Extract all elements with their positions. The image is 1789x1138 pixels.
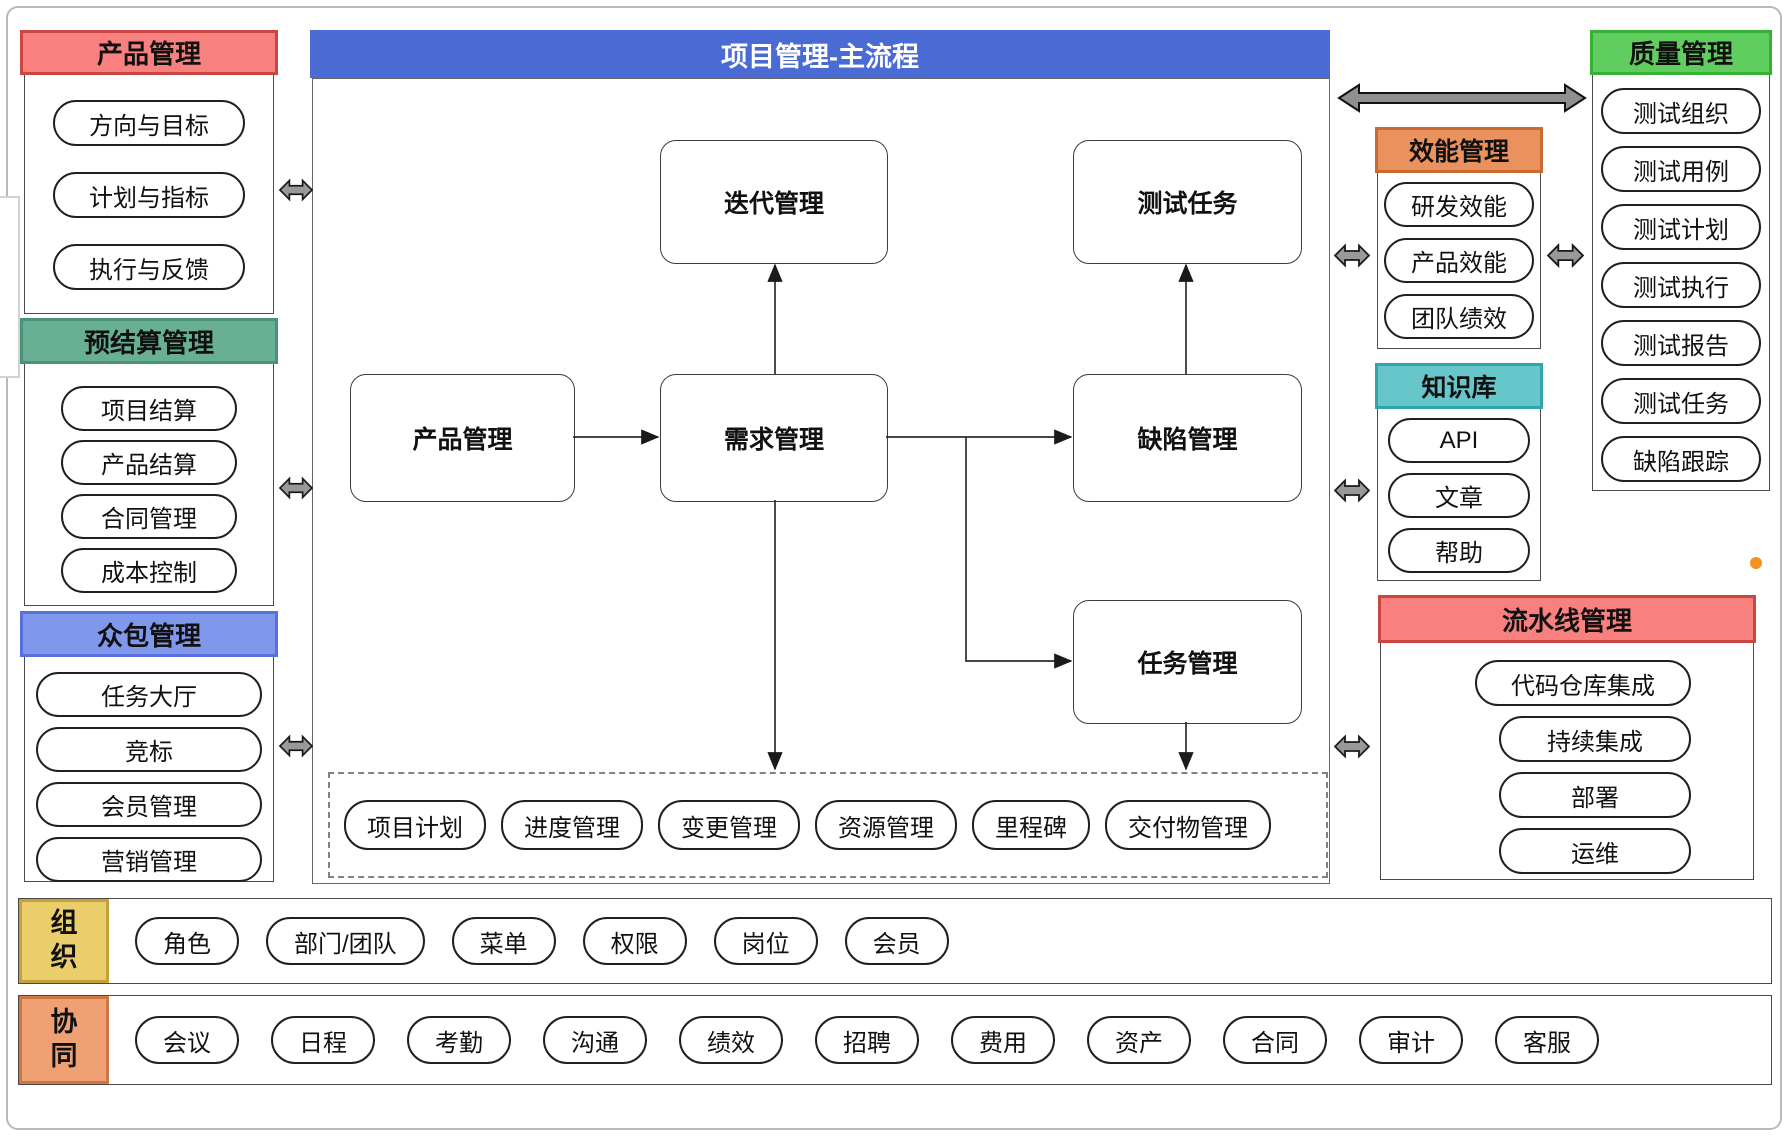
- collab-row-label: 协同: [19, 996, 109, 1084]
- panel-budget-mgmt: 预结算管理 项目结算 产品结算 合同管理 成本控制: [20, 318, 278, 606]
- flow-node-requirement-mgmt: 需求管理: [660, 374, 888, 502]
- pipeline-item: 持续集成: [1499, 716, 1691, 762]
- panel-quality-mgmt-header: 质量管理: [1590, 30, 1772, 75]
- budget-mgmt-item: 成本控制: [61, 548, 237, 593]
- budget-mgmt-item: 项目结算: [61, 386, 237, 431]
- org-row-items: 角色 部门/团队 菜单 权限 岗位 会员: [109, 899, 949, 983]
- panel-pipeline-mgmt: 流水线管理 代码仓库集成 持续集成 部署 运维: [1378, 595, 1756, 880]
- org-row-label-text: 组织: [50, 908, 78, 972]
- panel-quality-mgmt: 质量管理 测试组织 测试用例 测试计划 测试执行 测试报告 测试任务 缺陷跟踪: [1590, 30, 1772, 491]
- collab-item: 日程: [271, 1016, 375, 1064]
- knowledge-item: 文章: [1388, 473, 1530, 518]
- collab-item: 沟通: [543, 1016, 647, 1064]
- double-arrow-icon: [279, 733, 313, 759]
- panel-crowd-mgmt: 众包管理 任务大厅 竞标 会员管理 营销管理: [20, 611, 278, 882]
- budget-mgmt-item: 合同管理: [61, 494, 237, 539]
- org-item: 岗位: [713, 917, 818, 965]
- product-mgmt-item: 方向与目标: [53, 100, 245, 146]
- panel-knowledge-base-body: API 文章 帮助: [1377, 407, 1541, 581]
- panel-efficiency-mgmt-body: 研发效能 产品效能 团队绩效: [1377, 171, 1541, 349]
- subprocess-item: 进度管理: [501, 800, 643, 850]
- double-arrow-icon: [279, 177, 313, 203]
- crowd-mgmt-item: 营销管理: [36, 837, 262, 882]
- collab-item: 客服: [1495, 1016, 1599, 1064]
- knowledge-item: 帮助: [1388, 528, 1530, 573]
- org-item: 角色: [135, 917, 239, 965]
- double-arrow-icon: [1547, 242, 1584, 269]
- panel-pipeline-mgmt-body: 代码仓库集成 持续集成 部署 运维: [1380, 641, 1754, 880]
- collab-item: 费用: [951, 1016, 1055, 1064]
- collab-item: 资产: [1087, 1016, 1191, 1064]
- flow-node-defect-mgmt: 缺陷管理: [1073, 374, 1302, 502]
- crowd-mgmt-item: 竞标: [36, 727, 262, 772]
- crowd-mgmt-item: 会员管理: [36, 782, 262, 827]
- double-arrow-icon: [1334, 733, 1370, 760]
- quality-item: 测试组织: [1601, 88, 1761, 134]
- subprocess-item: 里程碑: [972, 800, 1090, 850]
- panel-pipeline-mgmt-header: 流水线管理: [1378, 595, 1756, 643]
- org-item: 菜单: [451, 917, 556, 965]
- panel-crowd-mgmt-header: 众包管理: [20, 611, 278, 657]
- collab-item: 会议: [135, 1016, 239, 1064]
- panel-crowd-mgmt-body: 任务大厅 竞标 会员管理 营销管理: [24, 656, 274, 882]
- collab-item: 合同: [1223, 1016, 1327, 1064]
- org-item: 会员: [844, 917, 949, 965]
- panel-product-mgmt: 产品管理 方向与目标 计划与指标 执行与反馈: [20, 30, 278, 314]
- panel-knowledge-base-header: 知识库: [1375, 363, 1543, 409]
- collab-item: 审计: [1359, 1016, 1463, 1064]
- pipeline-item: 运维: [1499, 828, 1691, 874]
- collab-row: 协同 会议 日程 考勤 沟通 绩效 招聘 费用 资产 合同 审计 客服: [18, 995, 1772, 1085]
- budget-mgmt-item: 产品结算: [61, 440, 237, 485]
- quality-item: 测试报告: [1601, 320, 1761, 366]
- double-arrow-icon: [279, 475, 313, 501]
- org-item: 权限: [582, 917, 687, 965]
- collab-item: 绩效: [679, 1016, 783, 1064]
- org-row-label: 组织: [19, 899, 109, 983]
- long-double-arrow-icon: [1337, 83, 1587, 113]
- flow-node-test-task: 测试任务: [1073, 140, 1302, 264]
- double-arrow-icon: [1334, 242, 1370, 269]
- collab-item: 考勤: [407, 1016, 511, 1064]
- quality-item: 测试用例: [1601, 146, 1761, 192]
- org-item: 部门/团队: [266, 917, 425, 965]
- panel-budget-mgmt-header: 预结算管理: [20, 318, 278, 364]
- quality-item: 测试任务: [1601, 378, 1761, 424]
- panel-quality-mgmt-body: 测试组织 测试用例 测试计划 测试执行 测试报告 测试任务 缺陷跟踪: [1592, 73, 1770, 491]
- double-arrow-icon: [1334, 477, 1370, 504]
- crowd-mgmt-item: 任务大厅: [36, 672, 262, 717]
- efficiency-item: 团队绩效: [1384, 294, 1534, 339]
- collab-item: 招聘: [815, 1016, 919, 1064]
- product-mgmt-item: 执行与反馈: [53, 244, 245, 290]
- panel-efficiency-mgmt: 效能管理 研发效能 产品效能 团队绩效: [1375, 127, 1543, 349]
- subprocess-item: 变更管理: [658, 800, 800, 850]
- panel-budget-mgmt-body: 项目结算 产品结算 合同管理 成本控制: [24, 363, 274, 606]
- org-row: 组织 角色 部门/团队 菜单 权限 岗位 会员: [18, 898, 1772, 984]
- screen-edge-artifact: [0, 196, 20, 378]
- panel-product-mgmt-body: 方向与目标 计划与指标 执行与反馈: [24, 74, 274, 314]
- quality-item: 缺陷跟踪: [1601, 436, 1761, 482]
- efficiency-item: 产品效能: [1384, 238, 1534, 283]
- subprocess-item: 交付物管理: [1105, 800, 1271, 850]
- product-mgmt-item: 计划与指标: [53, 172, 245, 218]
- panel-efficiency-mgmt-header: 效能管理: [1375, 127, 1543, 173]
- dashed-subprocess-box: 项目计划 进度管理 变更管理 资源管理 里程碑 交付物管理: [328, 772, 1328, 878]
- knowledge-item: API: [1388, 418, 1530, 463]
- subprocess-item: 资源管理: [815, 800, 957, 850]
- flow-node-product-mgmt: 产品管理: [350, 374, 575, 502]
- flow-node-iteration-mgmt: 迭代管理: [660, 140, 888, 264]
- pipeline-item: 部署: [1499, 772, 1691, 818]
- orange-dot-marker: [1750, 557, 1762, 569]
- panel-product-mgmt-header: 产品管理: [20, 30, 278, 75]
- subprocess-item: 项目计划: [344, 800, 486, 850]
- quality-item: 测试执行: [1601, 262, 1761, 308]
- pipeline-item: 代码仓库集成: [1475, 660, 1691, 706]
- collab-row-items: 会议 日程 考勤 沟通 绩效 招聘 费用 资产 合同 审计 客服: [109, 996, 1599, 1084]
- collab-row-label-text: 协同: [50, 1007, 78, 1071]
- main-flow-header: 项目管理-主流程: [310, 30, 1330, 78]
- panel-knowledge-base: 知识库 API 文章 帮助: [1375, 363, 1543, 581]
- efficiency-item: 研发效能: [1384, 182, 1534, 227]
- quality-item: 测试计划: [1601, 204, 1761, 250]
- flow-node-task-mgmt: 任务管理: [1073, 600, 1302, 724]
